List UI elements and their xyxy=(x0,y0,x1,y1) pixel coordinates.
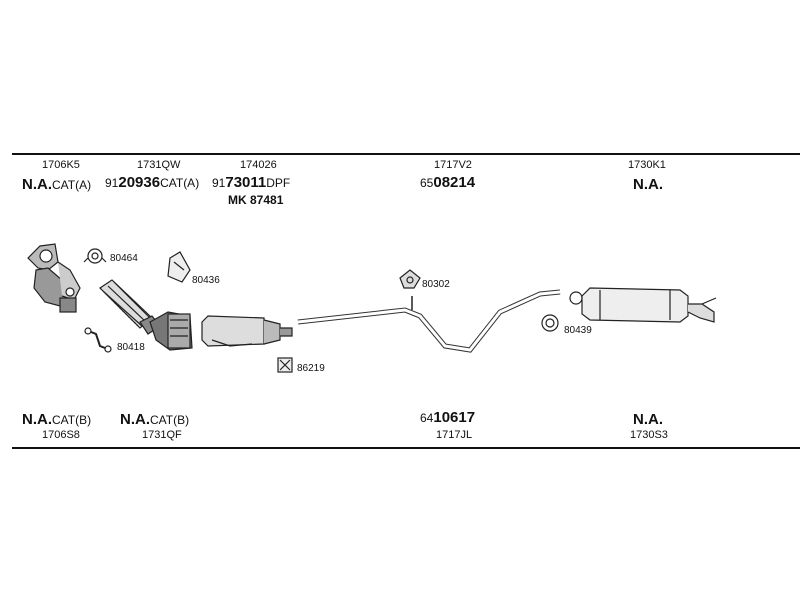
top-divider xyxy=(12,153,800,155)
top-code-4: 1717V2 xyxy=(434,159,472,171)
top-label-5: N.A. xyxy=(633,176,663,193)
part-label-80418: 80418 xyxy=(117,342,145,353)
top-code-1: 1706K5 xyxy=(42,159,80,171)
gasket-80436 xyxy=(167,251,191,283)
bottom-label-5: N.A. xyxy=(633,411,663,428)
part-label-80302: 80302 xyxy=(422,279,450,290)
top-kit-3: MK 87481 xyxy=(228,193,284,207)
bottom-code-5: 1730S3 xyxy=(630,429,668,441)
rear-silencer xyxy=(581,287,717,323)
bottom-code-1: 1706S8 xyxy=(42,429,80,441)
part-label-80436: 80436 xyxy=(192,275,220,286)
gasket-80464 xyxy=(83,248,107,264)
clamp-80439 xyxy=(541,291,583,332)
top-code-3: 174026 xyxy=(240,159,277,171)
bottom-code-2: 1731QF xyxy=(142,429,182,441)
bottom-code-4: 1717JL xyxy=(436,429,473,441)
bottom-part-4: 6410617 xyxy=(420,409,476,426)
part-label-86219: 86219 xyxy=(297,363,325,374)
top-code-5: 1730K1 xyxy=(628,159,666,171)
part-label-80439: 80439 xyxy=(564,325,592,336)
diesel-particulate-filter xyxy=(201,315,293,347)
top-code-2: 1731QW xyxy=(137,159,181,171)
top-part-4: 6508214 xyxy=(420,174,476,191)
hanger-80302 xyxy=(399,269,421,289)
clamp-86219 xyxy=(277,357,293,373)
bottom-divider xyxy=(12,447,800,449)
middle-pipe xyxy=(297,289,561,353)
top-part-3: 9173011DPF xyxy=(212,174,291,191)
top-part-2: 9120936CAT(A) xyxy=(105,174,200,191)
manifold-catalyst xyxy=(27,243,81,313)
top-label-1: N.A.CAT(A) xyxy=(22,176,92,193)
part-label-80464: 80464 xyxy=(110,253,138,264)
bottom-label-2: N.A.CAT(B) xyxy=(120,411,190,428)
catalyst-1731QW xyxy=(149,311,193,351)
bracket-80418 xyxy=(84,327,112,353)
bottom-label-1: N.A.CAT(B) xyxy=(22,411,92,428)
